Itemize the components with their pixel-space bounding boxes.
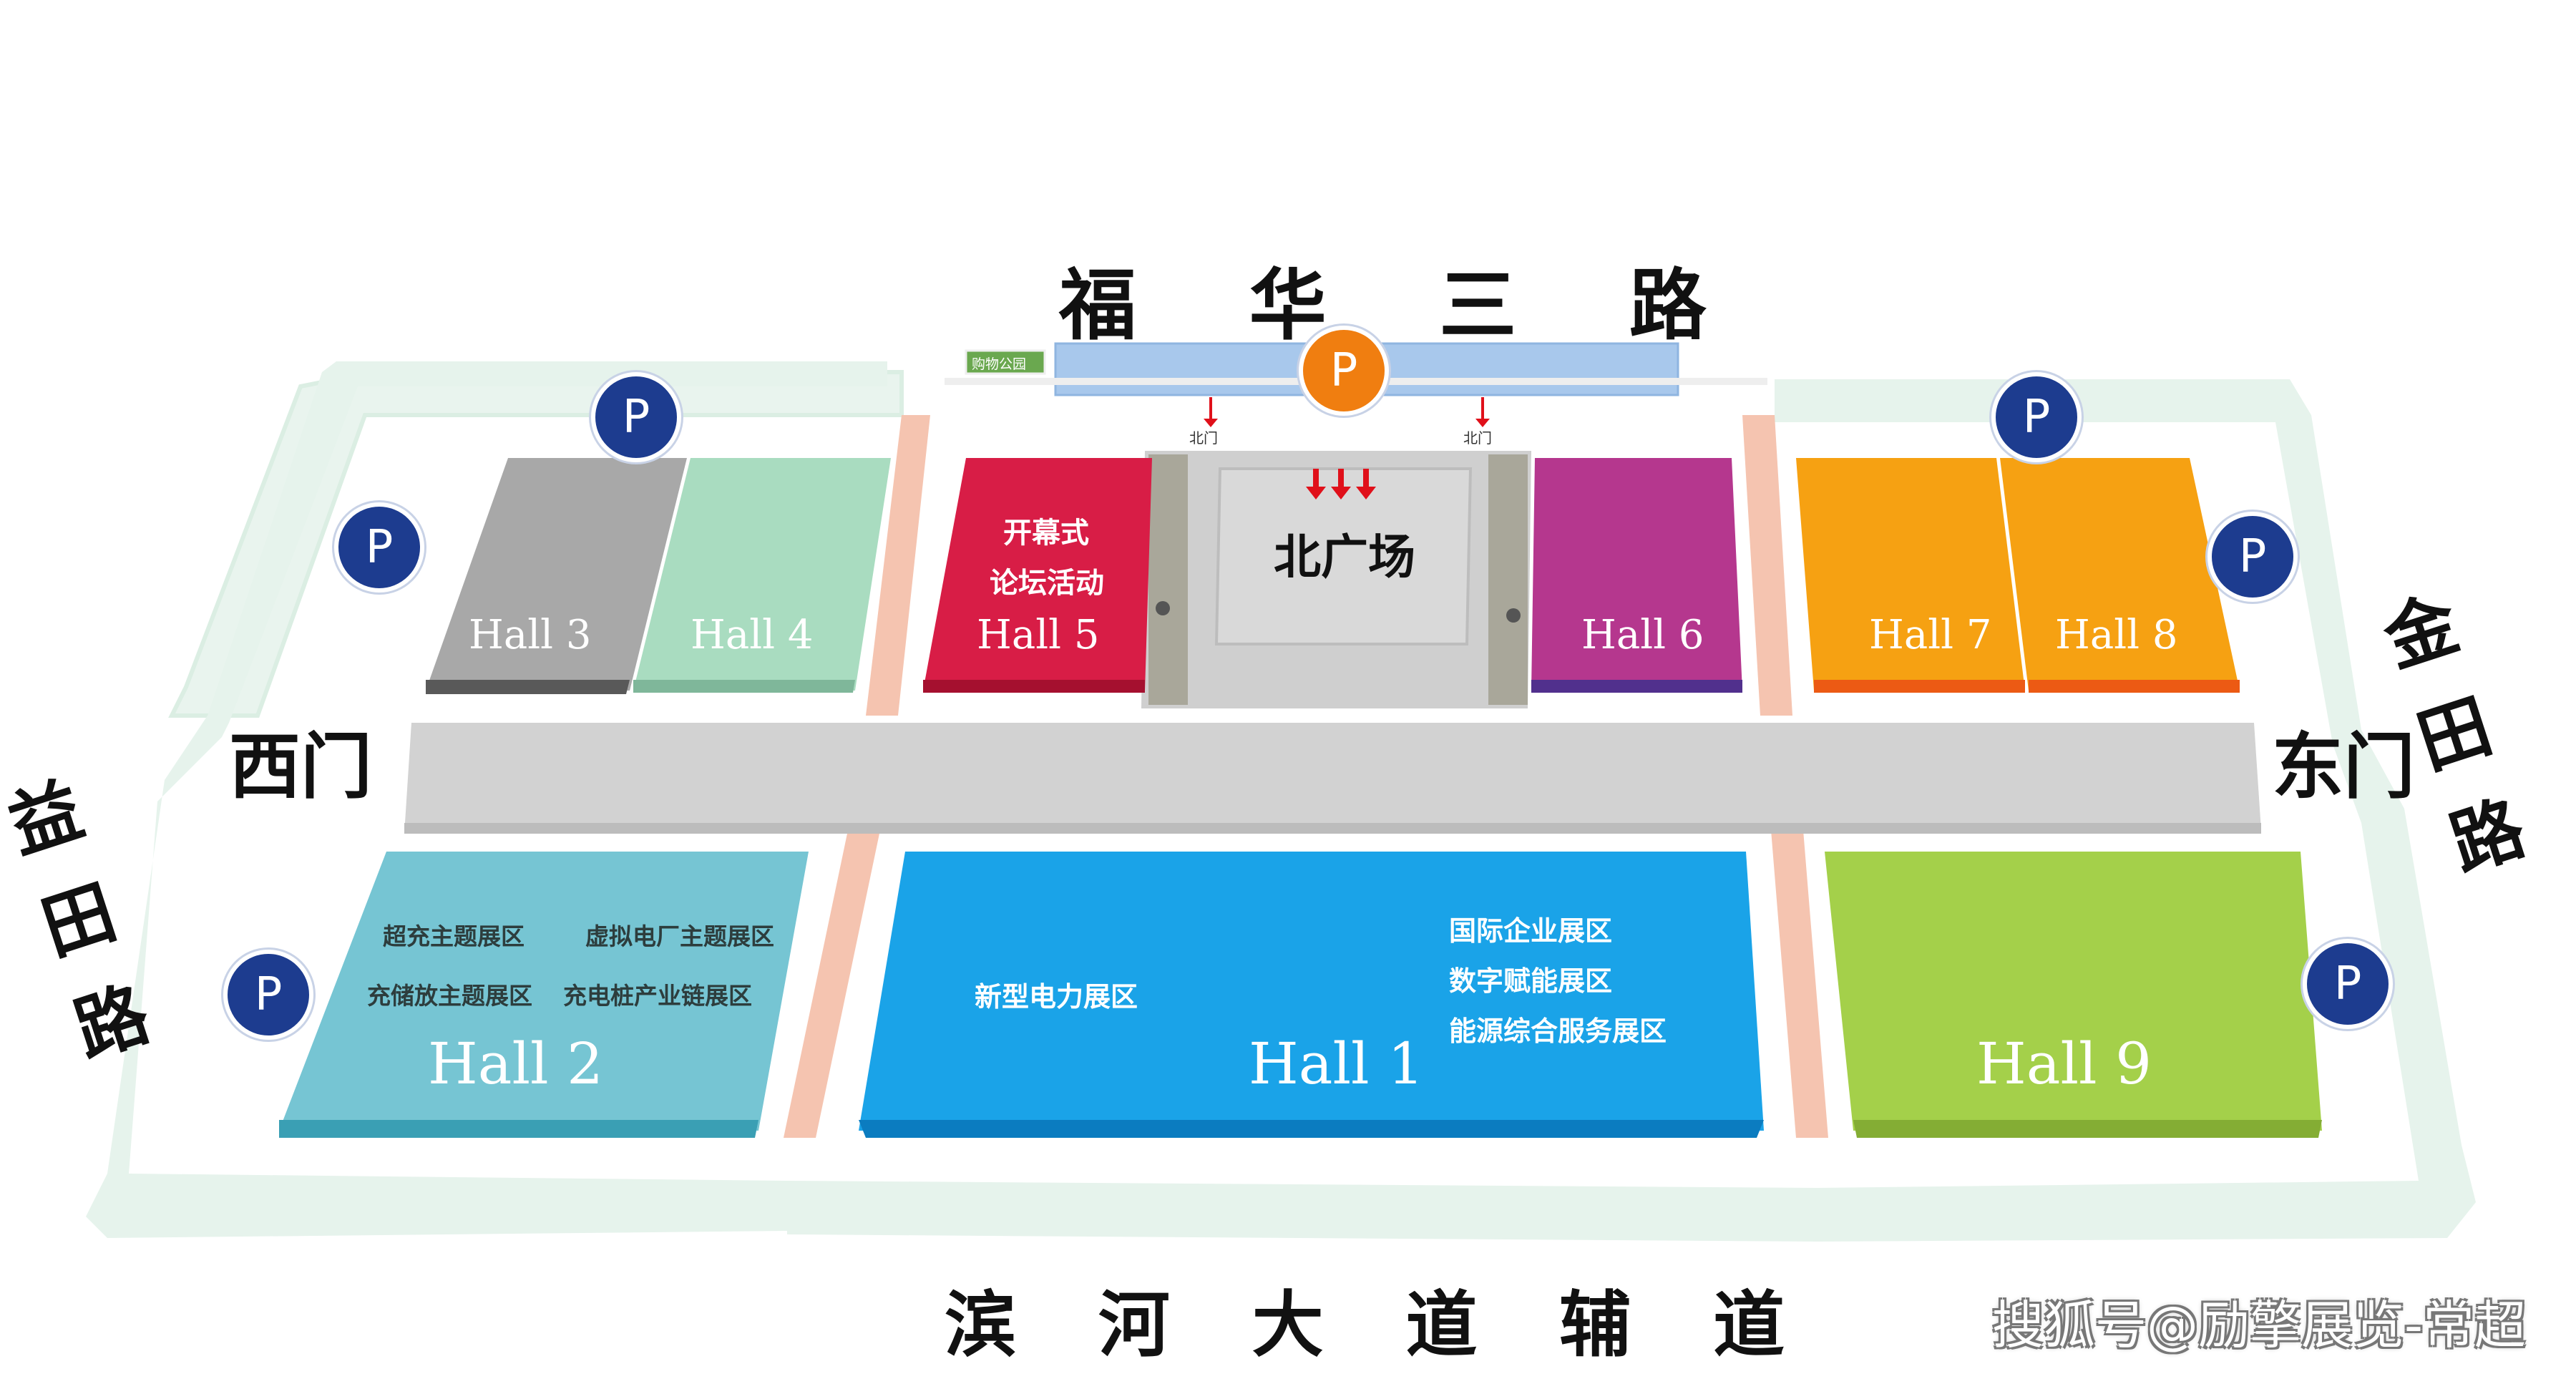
- hall1-shape: [859, 852, 1764, 1131]
- hall6-shape: [1531, 458, 1742, 691]
- road-south-label: 滨 河 大 道 辅 道: [945, 1283, 1814, 1367]
- hall7-edge: [1814, 680, 2025, 693]
- plaza-inner: [1214, 467, 1473, 645]
- hall3-label[interactable]: Hall 3: [469, 612, 592, 658]
- hall2-label[interactable]: Hall 2: [428, 1030, 603, 1097]
- hall5-label[interactable]: Hall 5: [977, 612, 1100, 658]
- station-label: 购物公园: [972, 356, 1027, 372]
- hall2-zone-charging-pile: 充电桩产业链展区: [563, 982, 752, 1010]
- parking-icon-west-top[interactable]: P: [334, 502, 424, 593]
- parking-icon-west-bottom[interactable]: P: [223, 950, 313, 1040]
- west-gate-label: 西门: [229, 725, 372, 809]
- hall1-edge: [859, 1120, 1764, 1138]
- hall6-label[interactable]: Hall 6: [1581, 612, 1704, 658]
- watermark-text: 搜狐号@励擎展览-常超: [1992, 1295, 2526, 1355]
- hall1-zone-international: 国际企业展区: [1449, 915, 1613, 947]
- plaza-pillar-left: [1148, 454, 1188, 705]
- hall1-label[interactable]: Hall 1: [1249, 1030, 1424, 1097]
- walkway-left-top: [866, 415, 930, 716]
- hall9-edge: [1853, 1120, 2322, 1138]
- central-corridor-shadow: [404, 823, 2261, 834]
- hall8-shape: [2000, 458, 2240, 691]
- plaza-pillar-right: [1488, 454, 1528, 705]
- gate-marker-icon: [1204, 397, 1218, 427]
- hall3-edge: [426, 680, 630, 694]
- east-gate-label: 东门: [2272, 725, 2415, 809]
- station-marker: [965, 349, 1046, 375]
- north-plaza-label: 北广场: [1274, 530, 1415, 585]
- hall2-shape: [279, 852, 809, 1131]
- gate-marker-icon: [1475, 397, 1490, 427]
- parking-icon-hall3[interactable]: P: [591, 372, 681, 462]
- walkway-right-bottom: [1771, 830, 1828, 1138]
- perimeter-bottom: [787, 1181, 1818, 1242]
- hall4-shape: [633, 458, 891, 691]
- hall1-zone-energy-service: 能源综合服务展区: [1449, 1015, 1667, 1047]
- hall2-edge: [279, 1120, 758, 1138]
- hall4-label[interactable]: Hall 4: [691, 612, 814, 658]
- parking-icon-east-bottom[interactable]: P: [2303, 939, 2393, 1029]
- hall5-edge: [923, 680, 1145, 693]
- arrow-icon: [1331, 469, 1351, 499]
- hall6-edge: [1531, 680, 1742, 693]
- hall7-label[interactable]: Hall 7: [1869, 612, 1992, 658]
- walkway-left-bottom: [784, 830, 880, 1138]
- hall5-shape: [923, 458, 1152, 691]
- hall1-zone-digital: 数字赋能展区: [1449, 965, 1613, 997]
- hall2-zone-vpp: 虚拟电厂主题展区: [585, 922, 774, 950]
- central-corridor: [404, 723, 2261, 834]
- hall8-edge: [2029, 680, 2240, 693]
- hall4-edge: [633, 680, 855, 693]
- arrow-icon: [1356, 469, 1376, 499]
- parking-icon-north[interactable]: P: [1299, 326, 1389, 416]
- pillar-dot-icon: [1156, 601, 1170, 615]
- hall9-label[interactable]: Hall 9: [1976, 1030, 2152, 1097]
- parking-icon-hall78[interactable]: P: [1991, 372, 2082, 462]
- parking-icon-east-top[interactable]: P: [2207, 512, 2298, 602]
- road-north-label: 福 华 三 路: [1059, 261, 1750, 351]
- hall8-label[interactable]: Hall 8: [2055, 612, 2178, 658]
- arrow-icon: [1306, 469, 1326, 499]
- hall2-zone-supercharge: 超充主题展区: [383, 922, 525, 950]
- hall5-zone-forum: 论坛活动: [990, 567, 1104, 600]
- hall2-zone-storage: 充储放主题展区: [367, 982, 532, 1010]
- hall3-shape: [426, 458, 687, 691]
- hall1-zone-new-power: 新型电力展区: [975, 981, 1138, 1013]
- hall5-zone-opening: 开幕式: [1003, 517, 1089, 550]
- pillar-dot-icon: [1506, 608, 1521, 623]
- hall7-shape: [1796, 458, 2025, 691]
- hall9-shape: [1825, 852, 2322, 1131]
- walkway-right-top: [1742, 415, 1792, 716]
- north-gate-right-label: 北门: [1463, 429, 1492, 447]
- north-gate-left-label: 北门: [1189, 429, 1218, 447]
